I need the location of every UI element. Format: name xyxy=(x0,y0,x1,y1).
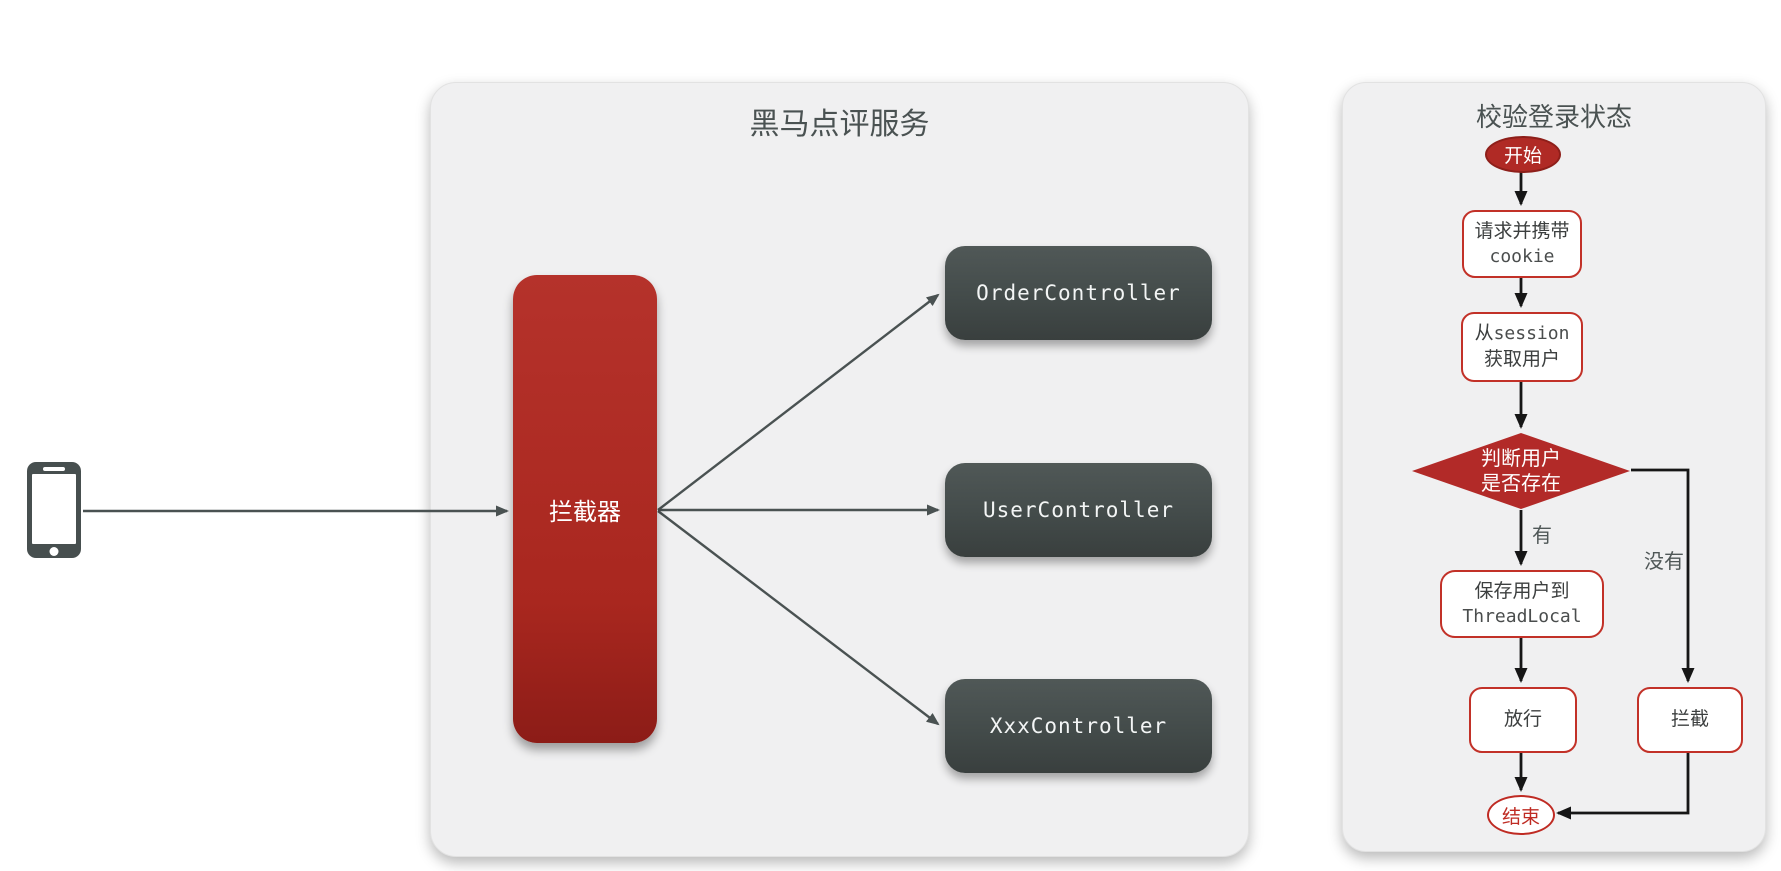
service-panel-title: 黑马点评服务 xyxy=(749,107,930,142)
user-controller-label: UserController xyxy=(982,498,1174,522)
flow-request-line1: 请求并携带 xyxy=(1474,220,1570,243)
flow-session-line1: 从session xyxy=(1475,321,1570,347)
flow-pass-node: 放行 xyxy=(1469,687,1577,753)
flow-save-line2: ThreadLocal xyxy=(1462,605,1582,627)
flow-start-label: 开始 xyxy=(1503,145,1542,167)
flow-save-threadlocal-node: 保存用户到 ThreadLocal xyxy=(1440,570,1604,638)
login-flow-panel-title: 校验登录状态 xyxy=(1475,103,1632,133)
flow-request-line2: cookie xyxy=(1489,245,1555,267)
xxx-controller-node: XxxController xyxy=(945,679,1212,773)
flow-session-code: session xyxy=(1493,323,1570,345)
flow-edge-label-yes: 有 xyxy=(1532,523,1552,547)
flow-start-node: 开始 xyxy=(1485,136,1561,173)
flow-pass-label: 放行 xyxy=(1503,708,1542,731)
phone-speaker xyxy=(43,467,65,471)
smartphone-icon xyxy=(27,462,81,558)
order-controller-label: OrderController xyxy=(976,281,1181,305)
flow-end-label: 结束 xyxy=(1501,805,1540,828)
order-controller-node: OrderController xyxy=(945,246,1212,340)
flow-session-node: 从session 获取用户 xyxy=(1461,312,1583,382)
flow-edge-label-no: 没有 xyxy=(1644,549,1684,573)
interceptor-node: 拦截器 xyxy=(513,275,657,743)
flow-intercept-label: 拦截 xyxy=(1670,708,1709,731)
flow-save-line1: 保存用户到 xyxy=(1474,580,1570,603)
flow-session-line2: 获取用户 xyxy=(1483,348,1560,370)
phone-home-button xyxy=(49,547,59,556)
phone-screen xyxy=(32,474,76,544)
flow-decision-line1: 判断用户 xyxy=(1481,446,1561,470)
user-controller-node: UserController xyxy=(945,463,1212,557)
flow-request-cookie-node: 请求并携带 cookie xyxy=(1462,210,1582,278)
flow-intercept-node: 拦截 xyxy=(1637,687,1743,753)
interceptor-label: 拦截器 xyxy=(549,497,621,526)
xxx-controller-label: XxxController xyxy=(989,714,1168,738)
flow-decision-line2: 是否存在 xyxy=(1481,471,1561,495)
flow-end-node: 结束 xyxy=(1487,795,1555,835)
flow-session-prefix: 从 xyxy=(1474,322,1494,345)
